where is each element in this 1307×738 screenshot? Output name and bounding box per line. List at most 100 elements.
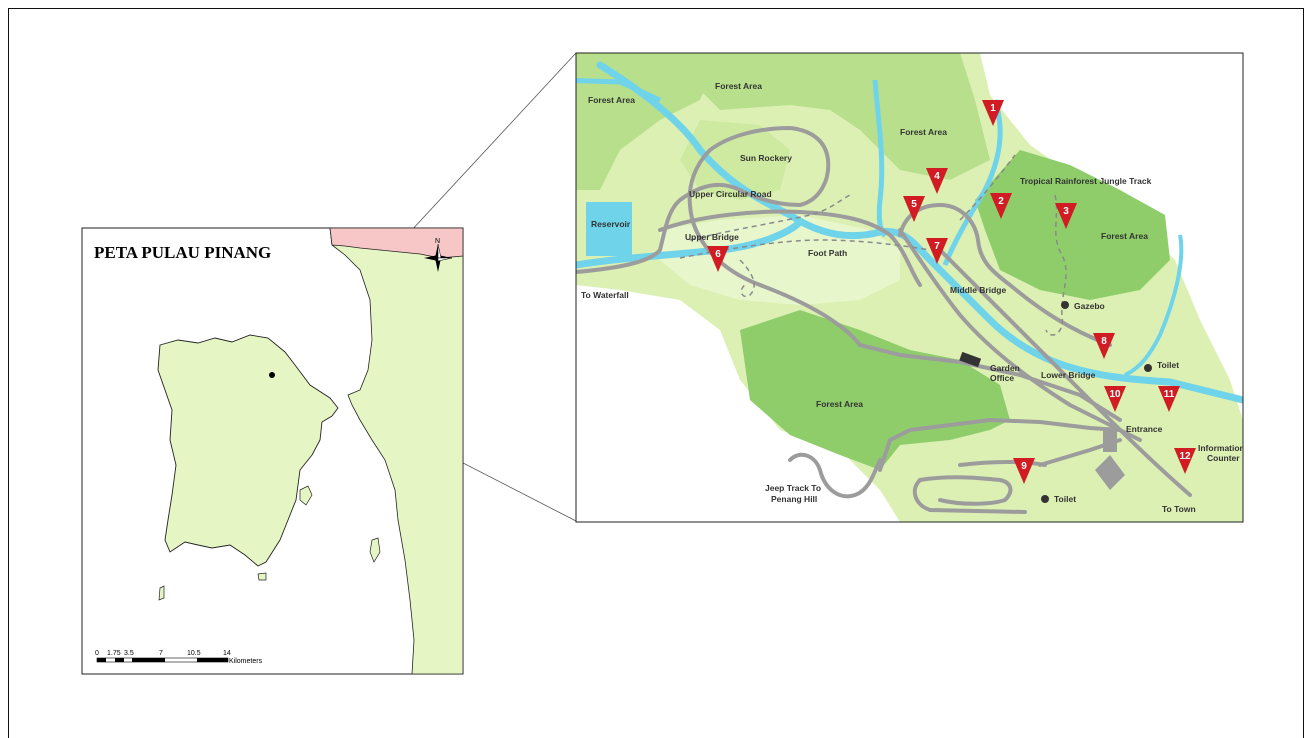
scale-tick: 3.5 [124,650,134,657]
label-middle-bridge: Middle Bridge [950,285,1006,295]
label-jeep-track: Penang Hill [771,494,817,504]
label-foot-path: Foot Path [808,248,847,258]
inset-map: PETA PULAU PINANG N 0 1.75 3.5 7 10.5 14… [81,227,464,675]
sun-rockery-area [680,120,790,200]
neighbour-state-region [329,227,464,259]
parking-area [1095,455,1125,490]
label-forest-area: Forest Area [900,127,947,137]
marker-7: 7 [926,238,948,264]
marker-number: 2 [998,196,1004,207]
label-sun-rockery: Sun Rockery [740,153,792,163]
marker-number: 8 [1101,336,1107,347]
marker-number: 10 [1109,389,1121,400]
marker-number: 9 [1021,461,1027,472]
marker-8: 8 [1093,333,1115,359]
label-to-town: To Town [1162,504,1196,514]
marker-10: 10 [1104,386,1126,412]
garden-map: Forest Area Forest Area Forest Area Fore… [575,52,1245,523]
label-reservoir: Reservoir [591,219,631,229]
label-tropical-track: Tropical Rainforest Jungle Track [1020,176,1152,186]
scale-tick: 0 [95,650,99,657]
marker-2: 2 [990,193,1012,219]
small-island [158,585,165,601]
marker-shape [1055,203,1077,229]
scale-tick: 14 [223,650,231,657]
toilet-east-dot [1144,364,1152,372]
marker-shape [903,196,925,222]
scale-tick: 7 [159,650,163,657]
label-upper-circular-road: Upper Circular Road [689,189,772,199]
label-toilet: Toilet [1054,494,1076,504]
label-forest-area: Forest Area [588,95,635,105]
label-garden-office: Garden [990,363,1020,373]
location-dot [269,372,275,378]
marker-number: 11 [1164,389,1175,400]
marker-4: 4 [926,168,948,194]
stream-east [942,99,1003,266]
toilet-south-dot [1041,495,1049,503]
marker-shape [926,238,948,264]
label-information-counter: Counter [1207,453,1240,463]
marker-shape [1013,458,1035,484]
north-arrow-icon: N [424,238,453,272]
marker-number: 7 [934,241,940,252]
marker-number: 1 [990,103,996,114]
marker-shape [926,168,948,194]
gazebo-dot [1061,301,1069,309]
marker-5: 5 [903,196,925,222]
small-island [369,537,381,563]
stream-far-east [1124,234,1184,377]
label-lower-bridge: Lower Bridge [1041,370,1096,380]
reservoir [586,202,632,256]
garden-office-building [959,351,982,368]
label-gazebo: Gazebo [1074,301,1105,311]
marker-shape [1174,448,1196,474]
marker-12: 12 [1174,448,1196,474]
forest-area-north [700,53,990,180]
marker-shape [990,193,1012,219]
penang-island [157,334,339,567]
marker-9: 9 [1013,458,1035,484]
marker-number: 12 [1179,451,1191,462]
marker-number: 3 [1063,206,1069,217]
small-island [299,485,313,506]
label-jeep-track: Jeep Track To [765,483,821,493]
marker-number: 6 [715,249,721,260]
marker-1: 1 [982,100,1004,126]
forest-area-south [740,310,1010,470]
marker-shape [707,246,729,272]
mainland-region [329,227,464,675]
inset-title: PETA PULAU PINANG [94,243,271,262]
entrance-plaza [1103,430,1117,452]
marker-shape [1158,386,1180,412]
marker-number: 5 [911,199,917,210]
label-garden-office: Office [990,373,1014,383]
label-information-counter: Information [1198,443,1245,453]
label-forest-area: Forest Area [816,399,863,409]
label-forest-area: Forest Area [715,81,762,91]
marker-shape [982,100,1004,126]
label-upper-bridge: Upper Bridge [685,232,739,242]
scale-tick: 1.75 [107,650,121,657]
label-forest-area: Forest Area [1101,231,1148,241]
scale-bar: 0 1.75 3.5 7 10.5 14 Kilometers [95,650,263,665]
label-to-waterfall: To Waterfall [581,290,629,300]
forest-area-nw [576,53,720,190]
garden-map-frame [575,52,1244,523]
marker-number: 4 [934,171,940,182]
marker-11: 11 [1158,386,1180,412]
forest-area-east [975,150,1170,300]
scale-unit: Kilometers [229,658,263,665]
label-entrance: Entrance [1126,424,1163,434]
outer-frame [8,8,1304,738]
scale-tick: 10.5 [187,650,201,657]
label-toilet: Toilet [1157,360,1179,370]
marker-shape [1104,386,1126,412]
stream-nw [576,78,662,103]
north-label: N [435,238,440,245]
marker-3: 3 [1055,203,1077,229]
small-island [257,572,267,581]
marker-shape [1093,333,1115,359]
